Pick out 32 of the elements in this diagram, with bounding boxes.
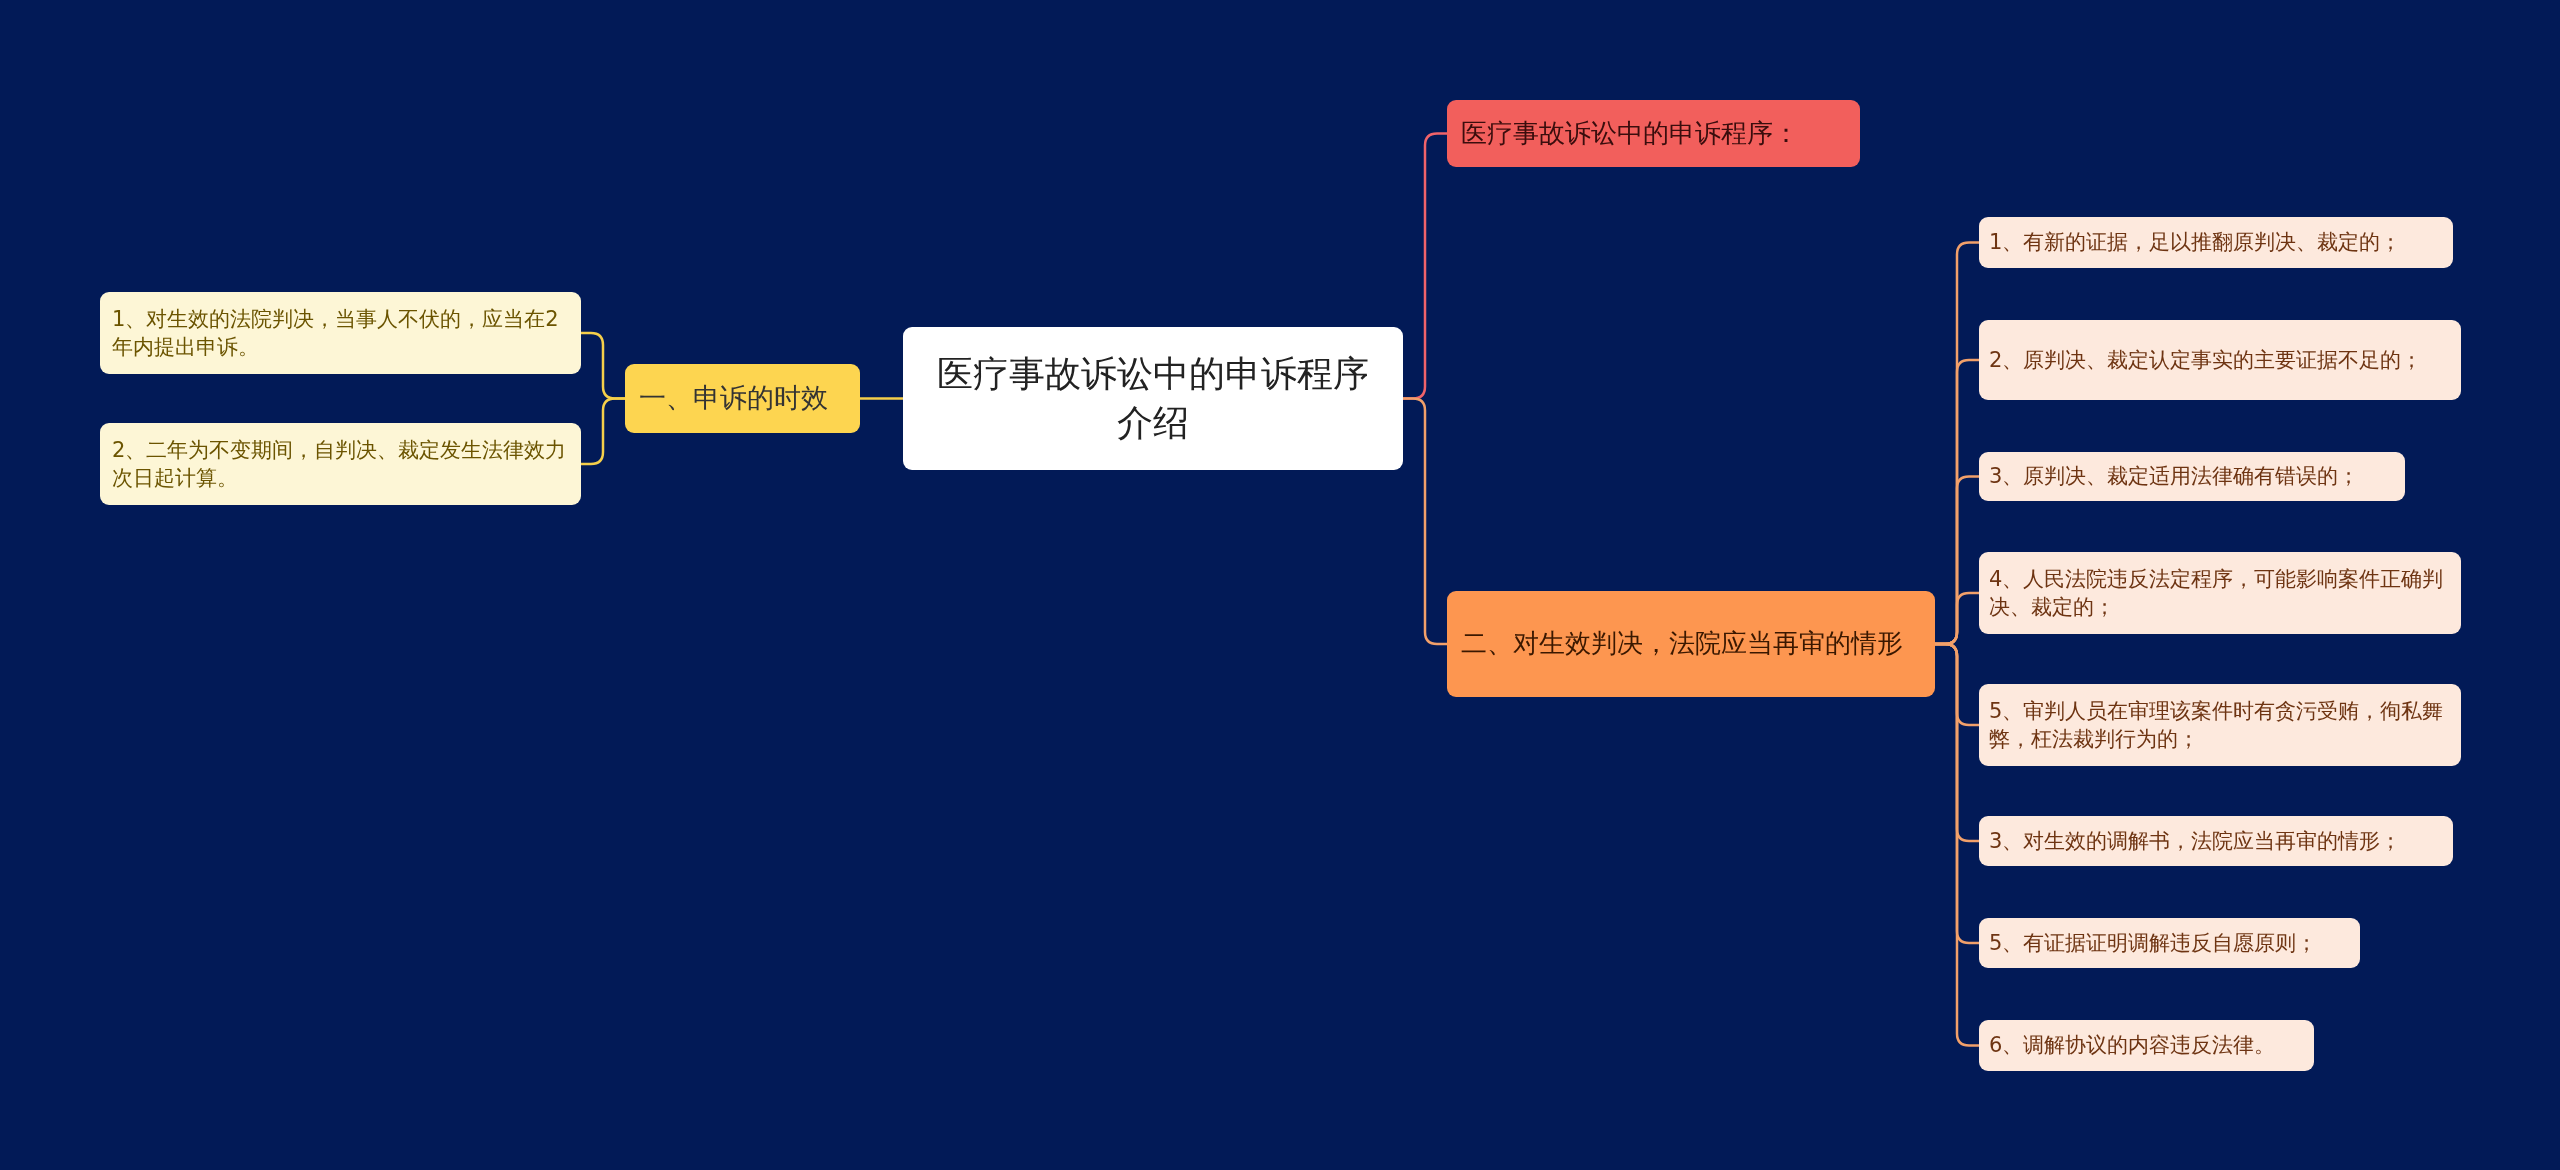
connector-line bbox=[1935, 642, 1979, 1047]
subtopic-box bbox=[1979, 816, 2453, 866]
subtopic-box bbox=[1979, 918, 2360, 968]
subtopic-box bbox=[100, 423, 581, 505]
subtopic-box bbox=[1979, 452, 2405, 501]
topic-text: 3、对生效的调解书，法院应当再审的情形； bbox=[1989, 827, 2402, 855]
branch-topic-box bbox=[625, 364, 860, 433]
subtopic-box bbox=[1979, 1020, 2314, 1071]
topic-text: 3、原判决、裁定适用法律确有错误的； bbox=[1989, 463, 2360, 491]
branch-topic-box bbox=[1447, 591, 1935, 697]
subtopic-box bbox=[1979, 684, 2461, 766]
branch-topic-box bbox=[1447, 100, 1860, 167]
topic-text: 4、人民法院违反法定程序，可能影响案件正确判决、裁定的； bbox=[1989, 565, 2445, 621]
topic-text: 1、对生效的法院判决，当事人不伏的，应当在2年内提出申诉。 bbox=[112, 305, 560, 361]
topic-text: 2、二年为不变期间，自判决、裁定发生法律效力次日起计算。 bbox=[112, 436, 568, 492]
subtopic-box bbox=[1979, 217, 2453, 268]
topic-text: 医疗事故诉讼中的申诉程序： bbox=[1461, 116, 1799, 150]
subtopic-box bbox=[100, 292, 581, 374]
topic-text: 一、申诉的时效 bbox=[639, 381, 828, 416]
topic-text: 5、审判人员在审理该案件时有贪污受贿，徇私舞弊，枉法裁判行为的； bbox=[1989, 697, 2445, 753]
topic-text: 1、有新的证据，足以推翻原判决、裁定的； bbox=[1989, 229, 2402, 257]
connector-line bbox=[581, 397, 625, 466]
root-topic-box bbox=[903, 327, 1403, 470]
topic-text: 医疗事故诉讼中的申诉程序介绍 bbox=[936, 351, 1370, 445]
topic-text: 2、原判决、裁定认定事实的主要证据不足的； bbox=[1989, 346, 2423, 374]
subtopic-box bbox=[1979, 552, 2461, 634]
subtopic-box bbox=[1979, 320, 2461, 400]
topic-text: 6、调解协议的内容违反法律。 bbox=[1989, 1032, 2276, 1060]
topic-text: 二、对生效判决，法院应当再审的情形 bbox=[1461, 627, 1903, 661]
topic-text: 5、有证据证明调解违反自愿原则； bbox=[1989, 929, 2318, 957]
connector-line bbox=[1403, 397, 1447, 646]
connector-line bbox=[860, 397, 903, 400]
